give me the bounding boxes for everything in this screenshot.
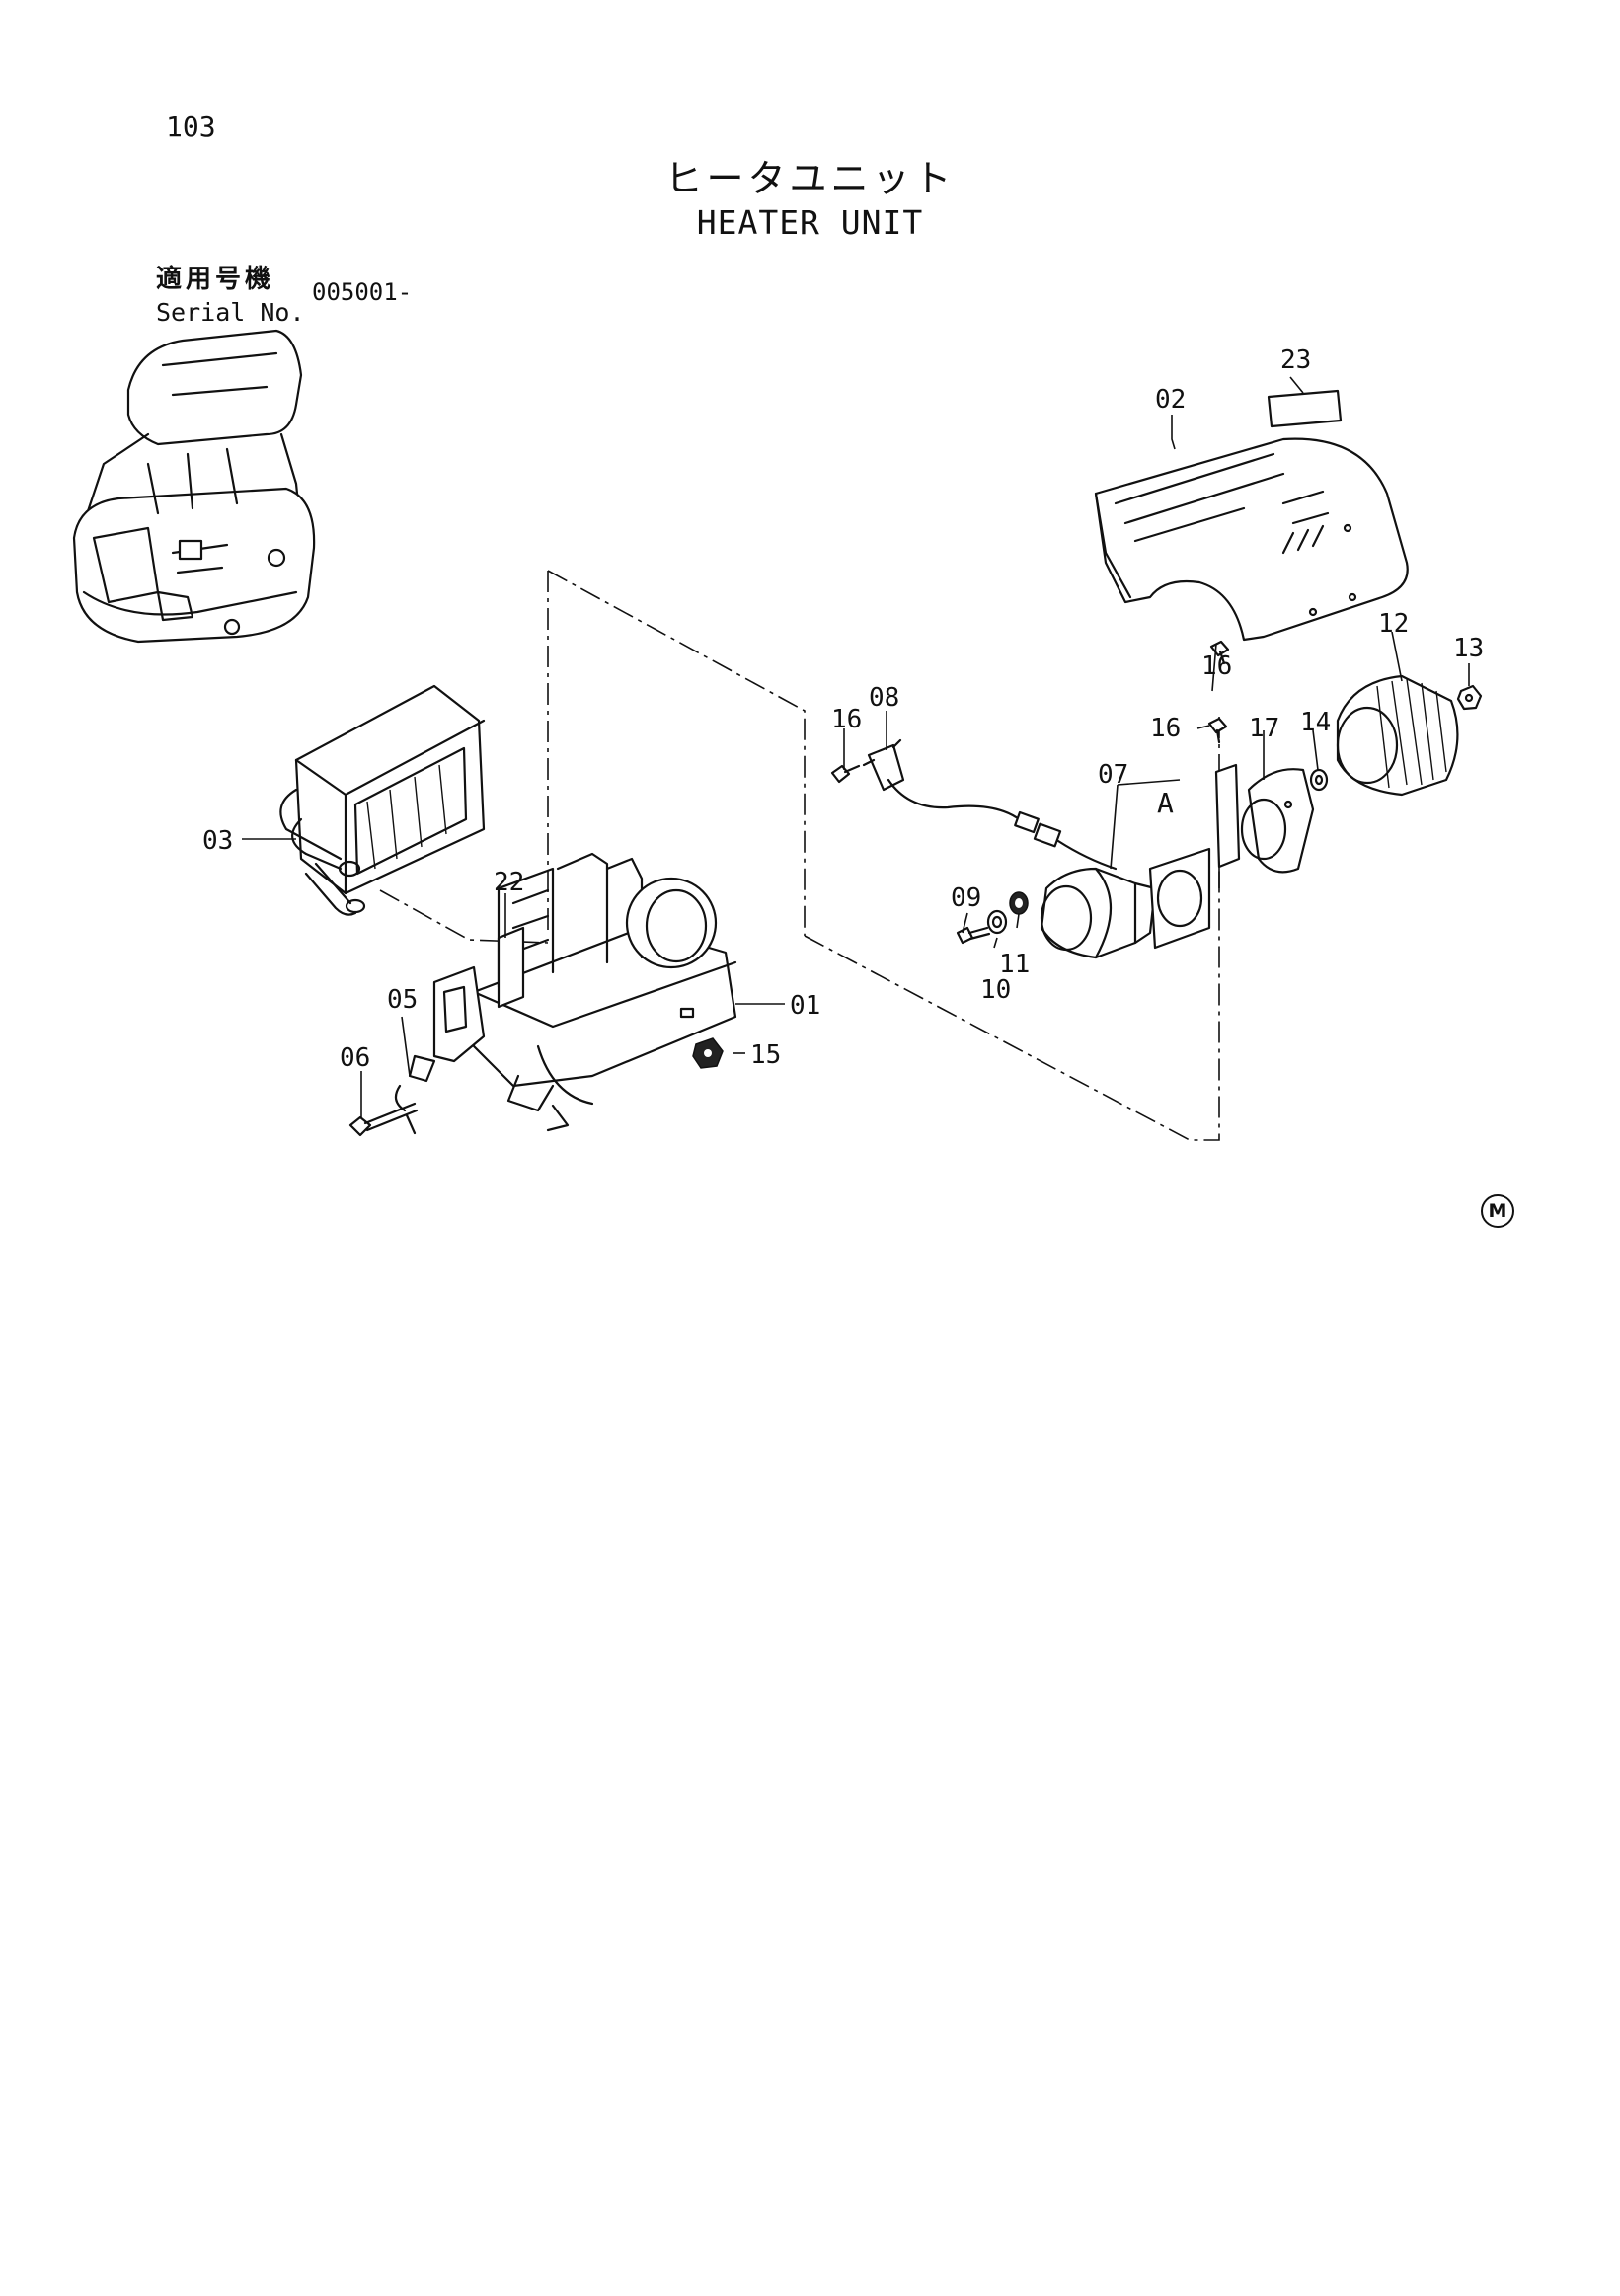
part-06-bolt (348, 1102, 419, 1137)
callout-07: 07 (1098, 760, 1128, 790)
callout-06: 06 (340, 1043, 370, 1073)
part-17-plate (1214, 763, 1315, 874)
part-15-nut (692, 1037, 724, 1069)
callout-11: 11 (999, 950, 1030, 979)
callout-12: 12 (1378, 609, 1409, 639)
part-12-fan (1336, 674, 1459, 797)
callout-23: 23 (1280, 345, 1311, 375)
view-label-a: A (1157, 787, 1174, 819)
part-22-seal (497, 926, 525, 1009)
part-callouts: 23 02 16 16 17 14 12 13 16 08 07 09 11 1… (202, 345, 1484, 1073)
part-01-heater-case (472, 852, 737, 1132)
part-23-label (1267, 389, 1343, 428)
machine-thumbnail (72, 329, 316, 644)
callout-14: 14 (1300, 708, 1331, 737)
callout-13: 13 (1453, 634, 1484, 663)
callout-10: 10 (980, 975, 1011, 1005)
part-07-motor (1040, 847, 1211, 959)
title-japanese: ヒータユニット (664, 157, 956, 200)
title-english: HEATER UNIT (696, 203, 924, 242)
part-02-cover (1094, 437, 1409, 642)
part-08-harness (862, 738, 1118, 871)
footer-m-mark: M (1481, 1194, 1514, 1228)
callout-08: 08 (869, 683, 899, 713)
callout-16b: 16 (1150, 714, 1181, 743)
callout-22: 22 (494, 868, 524, 897)
part-05-bracket (394, 965, 486, 1135)
callout-15: 15 (750, 1040, 781, 1070)
serial-label-japanese: 適用号機 (156, 265, 275, 294)
callout-09: 09 (951, 883, 981, 913)
serial-label-english: Serial No. (156, 298, 305, 327)
callout-17: 17 (1249, 714, 1279, 743)
leader-lines (242, 376, 1470, 1117)
callout-02: 02 (1155, 385, 1186, 415)
part-03-heater-core (279, 684, 486, 916)
callout-01: 01 (790, 991, 820, 1021)
callout-05: 05 (387, 985, 418, 1015)
serial-number-range: 005001- (312, 278, 413, 306)
page-number: 103 (166, 111, 216, 143)
callout-16c: 16 (831, 705, 862, 734)
part-13-nut (1456, 684, 1483, 711)
callout-16a: 16 (1201, 651, 1232, 681)
callout-03: 03 (202, 826, 233, 856)
part-09-10-11-fasteners (956, 891, 1029, 945)
part-14-washer (1309, 768, 1329, 792)
